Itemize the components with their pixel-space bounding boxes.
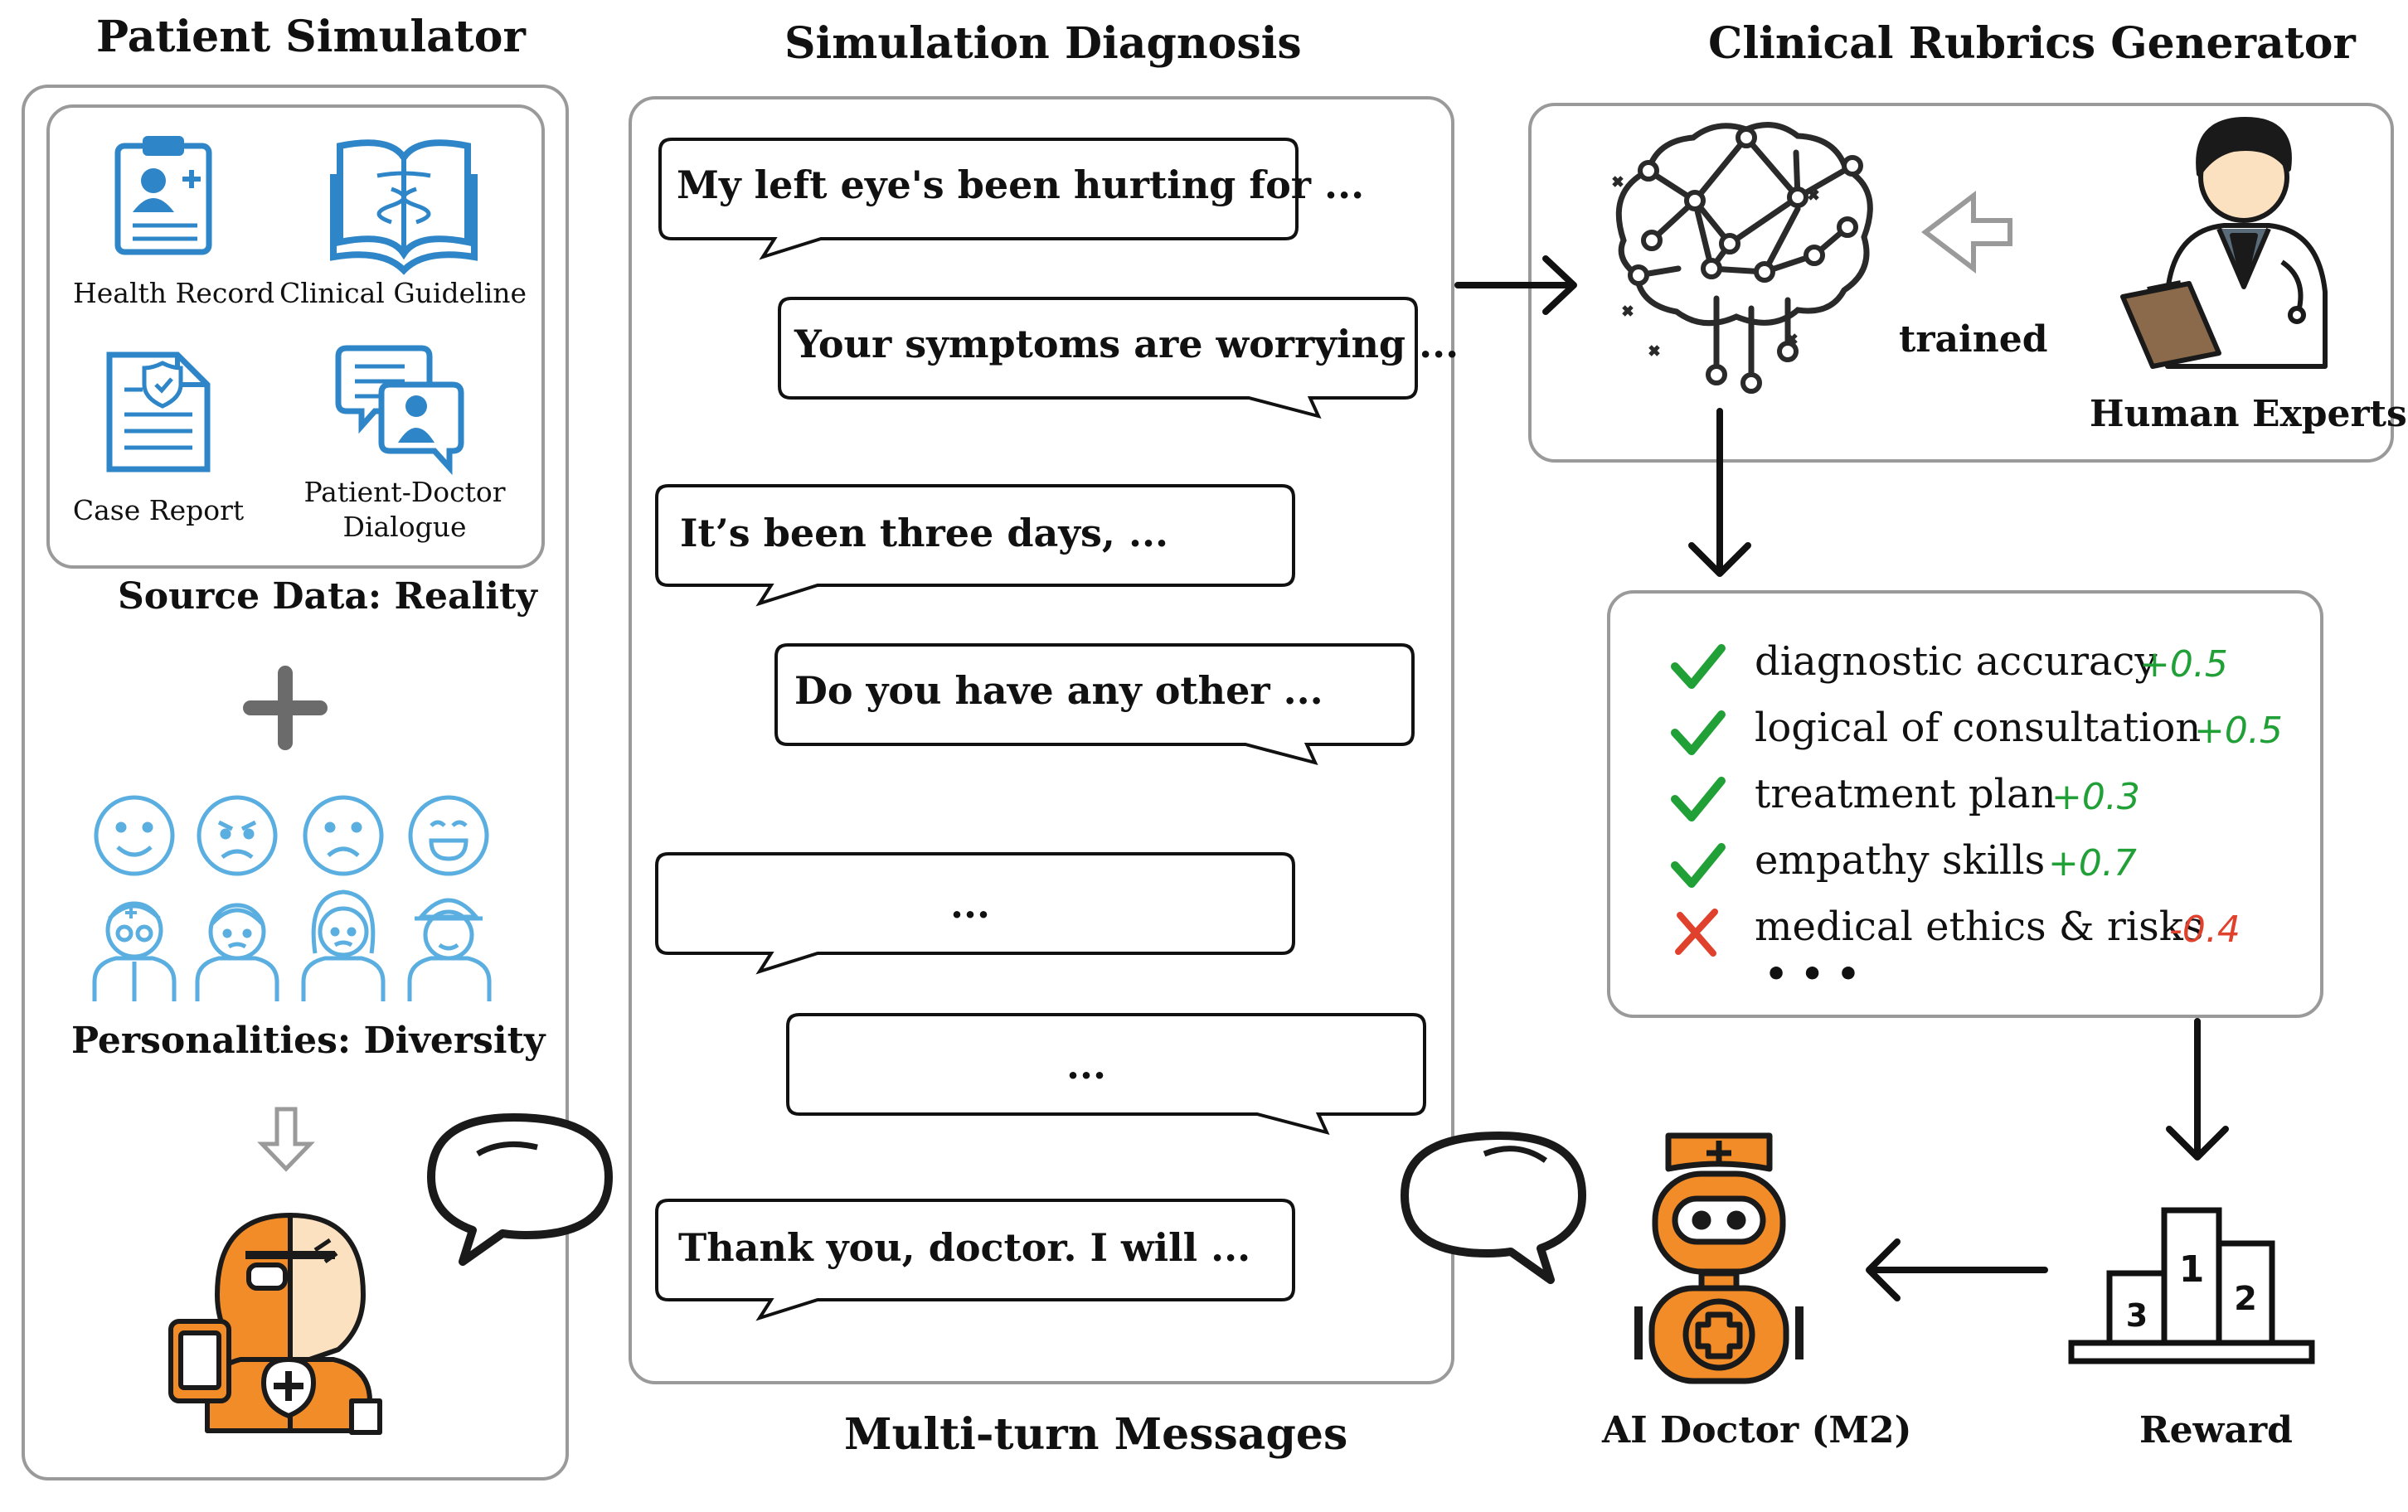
rubric-item-1-score: +0.5 [2139, 643, 2228, 686]
sparkle-icons [1612, 176, 1819, 356]
doctor-person-icon [92, 901, 177, 1001]
message-bubble-5 [655, 852, 1295, 975]
case-report-label: Case Report [72, 494, 245, 526]
health-record-icon [114, 136, 212, 255]
multi-turn-caption: Multi-turn Messages [844, 1409, 1348, 1460]
message-4-text: Do you have any other ... [794, 668, 1323, 713]
doctor-speech-bubble-icon [1401, 1132, 1586, 1284]
source-data-caption: Source Data: Reality [118, 575, 537, 618]
message-3-text: It’s been three days, ... [680, 511, 1168, 555]
message-bubble-2 [778, 297, 1418, 419]
patient-simulator-title: Patient Simulator [96, 12, 526, 62]
clinical-guideline-icon [330, 139, 478, 275]
podium-second: 2 [2234, 1280, 2257, 1318]
patient-speech-bubble-icon [427, 1113, 613, 1266]
trained-label: trained [1899, 318, 2048, 361]
arrow-to-doctor [1866, 1238, 2048, 1301]
message-bubble-4 [774, 643, 1415, 765]
message-5-text: ... [950, 882, 991, 927]
message-1-text: My left eye's been hurting for ... [677, 162, 1365, 207]
hollow-left-arrow-icon [1921, 190, 2012, 274]
patient-simulator-avatar-icon [168, 1213, 382, 1435]
personalities-caption: Personalities: Diversity [71, 1020, 546, 1062]
laughing-face-icon [408, 795, 489, 876]
flow-arrows [1454, 255, 2229, 1301]
plus-icon [243, 666, 328, 750]
message-bubble-6 [786, 1013, 1426, 1135]
health-record-label: Health Record [73, 277, 275, 309]
rubric-item-1-text: diagnostic accuracy [1755, 638, 2158, 685]
rubric-more-ellipsis: • • • [1765, 953, 1861, 996]
human-expert-icon [2120, 117, 2328, 369]
neural-brain-icon [1615, 122, 1873, 383]
worker-person-icon [407, 898, 492, 1001]
source-data-box [46, 104, 545, 569]
sad-person-icon [195, 903, 279, 1001]
rubrics-list-box [1607, 590, 2323, 1018]
worried-woman-icon [301, 889, 386, 1001]
human-experts-label: Human Experts [2090, 393, 2407, 435]
patient-doctor-label-line2: Dialogue [342, 511, 467, 543]
clinical-guideline-label: Clinical Guideline [279, 277, 527, 309]
rubrics-generator-title: Clinical Rubrics Generator [1708, 18, 2356, 69]
podium-third: 3 [2126, 1297, 2148, 1334]
ai-doctor-label: AI Doctor (M2) [1602, 1409, 1912, 1451]
angry-face-icon [197, 795, 278, 876]
smile-face-icon [94, 795, 175, 876]
check-icon [1671, 644, 1726, 888]
arrow-to-list [1688, 408, 1751, 577]
message-bubble-1 [658, 138, 1299, 260]
message-6-text: ... [1066, 1043, 1107, 1088]
rubric-item-5-score: -0.4 [2169, 909, 2241, 951]
arrow-to-rubrics [1454, 255, 1577, 315]
brain-nodes [1628, 127, 1863, 394]
rubric-item-4-score: +0.7 [2048, 842, 2137, 884]
case-report-icon [106, 351, 211, 472]
rubric-item-5-text: medical ethics & risks [1755, 904, 2204, 950]
message-bubble-3 [655, 484, 1295, 607]
reward-podium-icon [2068, 1207, 2315, 1364]
patient-doctor-dialogue-icon [335, 345, 464, 476]
cross-icon [1675, 909, 1718, 957]
patient-simulator-panel [22, 85, 569, 1480]
message-7-text: Thank you, doctor. I will ... [678, 1225, 1251, 1270]
ai-doctor-robot-icon [1634, 1132, 1804, 1384]
arrow-to-reward [2166, 1018, 2229, 1161]
hollow-down-arrow-icon [257, 1107, 315, 1172]
rubric-item-3-text: treatment plan [1755, 771, 2056, 817]
message-bubble-7 [655, 1199, 1295, 1321]
rubric-item-4-text: empathy skills [1755, 837, 2046, 884]
simulation-panel [629, 96, 1454, 1384]
patient-doctor-label-line1: Patient-Doctor [303, 476, 506, 508]
podium-first: 1 [2179, 1248, 2205, 1291]
simulation-diagnosis-title: Simulation Diagnosis [784, 18, 1302, 69]
rubric-item-2-score: +0.5 [2194, 710, 2283, 752]
message-2-text: Your symptoms are worrying ... [794, 322, 1459, 366]
sad-face-icon [303, 795, 384, 876]
rubric-item-2-text: logical of consultation [1755, 705, 2202, 751]
reward-label: Reward [2139, 1409, 2293, 1451]
rubric-item-3-score: +0.3 [2051, 776, 2140, 818]
